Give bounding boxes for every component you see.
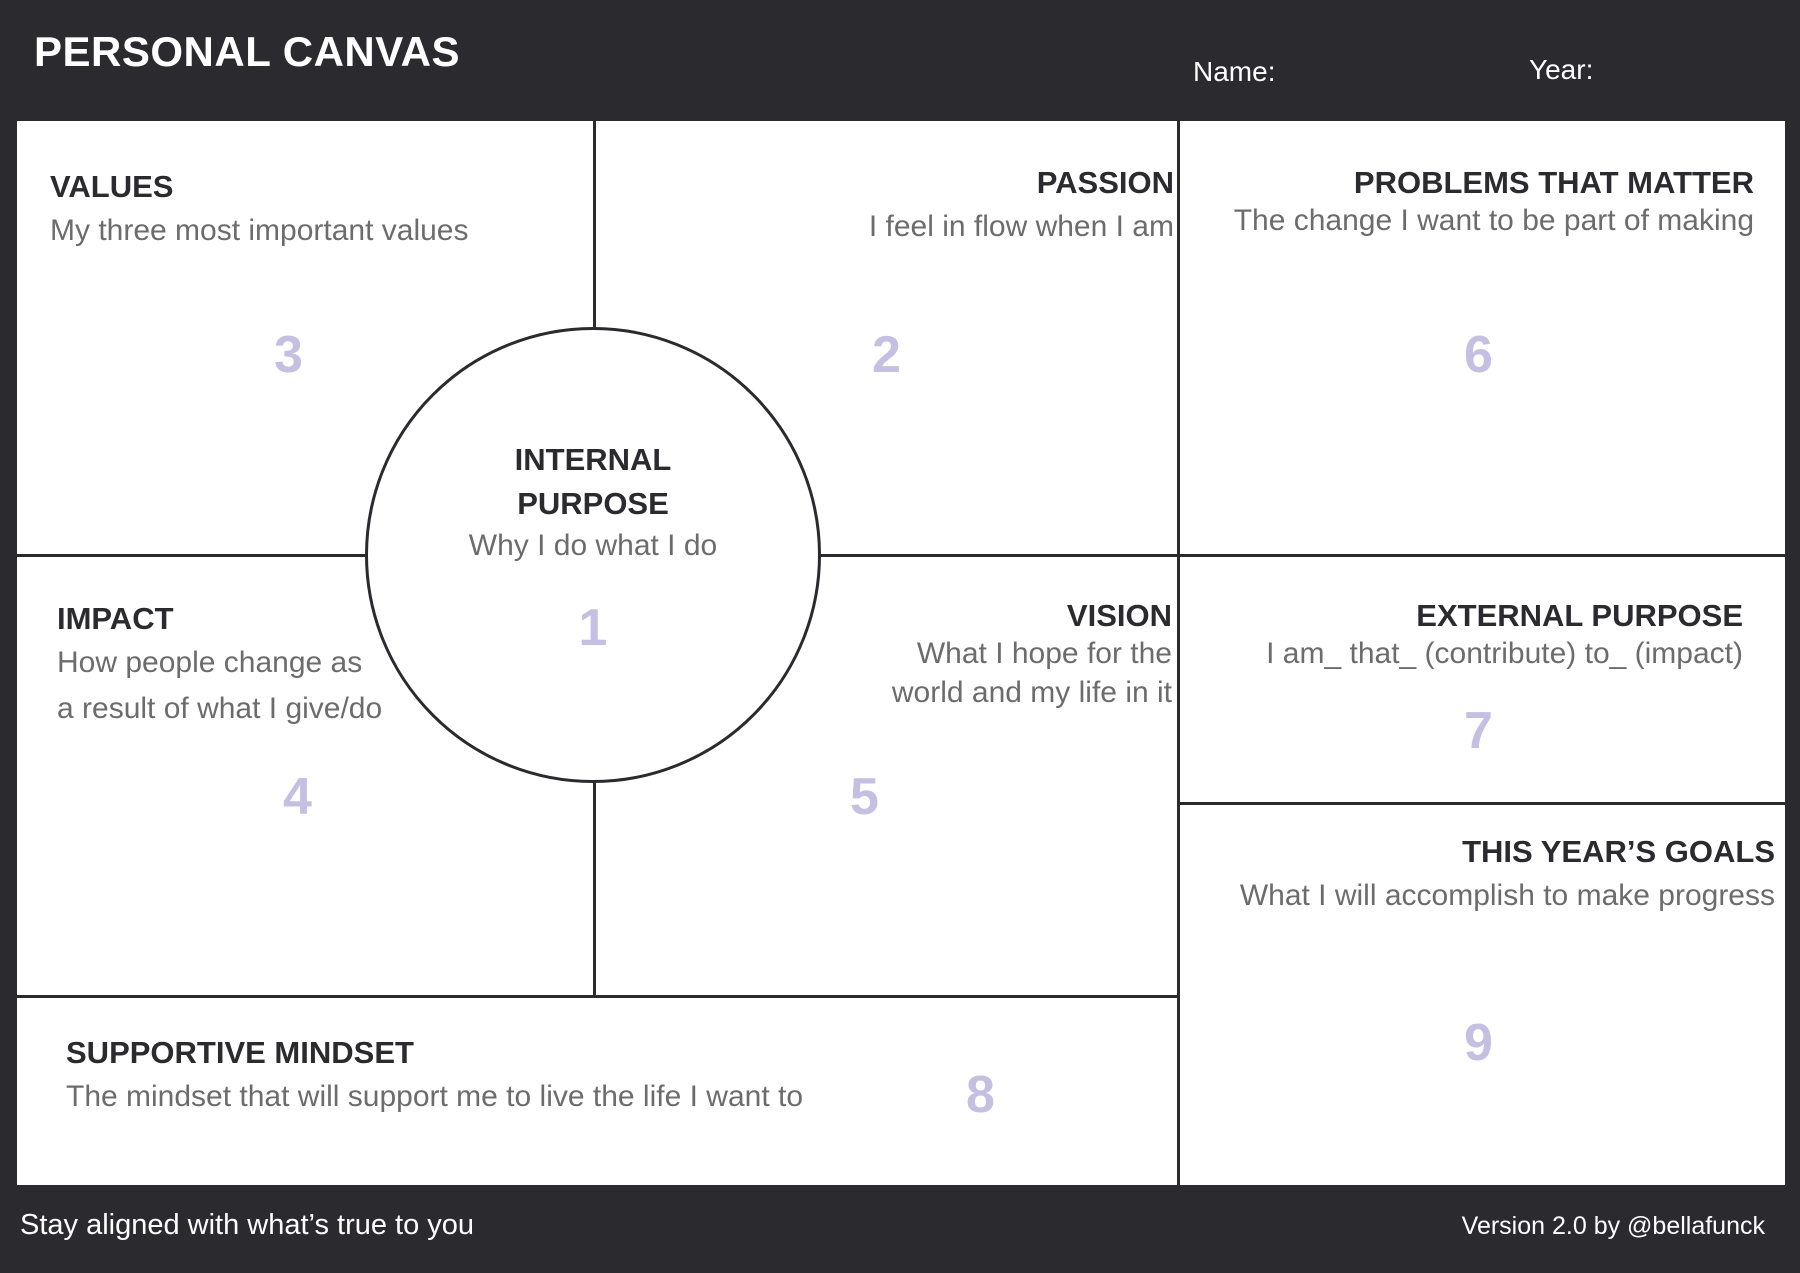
external-purpose-heading: EXTERNAL PURPOSE — [1416, 598, 1743, 633]
values-section[interactable]: VALUES My three most important values — [50, 169, 469, 250]
footer-version: Version 2.0 by @bellafunck — [1461, 1212, 1765, 1240]
external-purpose-number: 7 — [1464, 702, 1493, 760]
external-purpose-section[interactable]: EXTERNAL PURPOSE I am_ that_ (contribute… — [1266, 598, 1743, 673]
values-subtitle: My three most important values — [50, 214, 469, 247]
goals-section[interactable]: THIS YEAR’S GOALS What I will accomplish… — [1240, 834, 1775, 915]
vision-heading: VISION — [1066, 598, 1172, 633]
goals-subtitle: What I will accomplish to make progress — [1239, 879, 1775, 912]
divider-right-middle — [821, 554, 1785, 557]
divider-left-middle — [17, 554, 365, 557]
problems-heading: PROBLEMS THAT MATTER — [1353, 165, 1754, 200]
footer-tagline: Stay aligned with what’s true to you — [20, 1209, 475, 1241]
impact-section[interactable]: IMPACT How people change as a result of … — [57, 601, 382, 728]
divider-bottom — [17, 995, 1179, 998]
vision-number: 5 — [850, 768, 879, 826]
impact-subtitle-line2: a result of what I give/do — [57, 692, 383, 725]
goals-heading: THIS YEAR’S GOALS — [1462, 834, 1775, 869]
impact-heading: IMPACT — [57, 601, 174, 636]
impact-subtitle-line1: How people change as — [57, 646, 363, 679]
canvas-board: VALUES My three most important values 3 … — [17, 121, 1785, 1185]
impact-number: 4 — [283, 768, 312, 826]
mindset-heading: SUPPORTIVE MINDSET — [66, 1035, 414, 1070]
passion-section[interactable]: PASSION I feel in flow when I am — [869, 165, 1174, 246]
goals-number: 9 — [1464, 1014, 1493, 1072]
vision-subtitle-line1: What I hope for the — [916, 637, 1172, 670]
page-title: PERSONAL CANVAS — [34, 28, 461, 75]
passion-number: 2 — [872, 326, 901, 384]
internal-purpose-number: 1 — [578, 599, 608, 657]
internal-purpose-circle[interactable]: INTERNAL PURPOSE Why I do what I do 1 — [365, 327, 821, 783]
mindset-section[interactable]: SUPPORTIVE MINDSET The mindset that will… — [66, 1035, 803, 1116]
name-label: Name: — [1193, 56, 1276, 87]
internal-purpose-text: INTERNAL PURPOSE Why I do what I do — [368, 438, 818, 565]
divider-bottom-center — [593, 783, 596, 998]
mindset-subtitle: The mindset that will support me to live… — [66, 1080, 804, 1113]
passion-heading: PASSION — [1036, 165, 1174, 200]
problems-section[interactable]: PROBLEMS THAT MATTER The change I want t… — [1234, 165, 1754, 240]
mindset-number: 8 — [966, 1066, 995, 1124]
passion-subtitle: I feel in flow when I am — [868, 210, 1174, 243]
divider-top-center — [593, 121, 596, 327]
vision-section[interactable]: VISION What I hope for the world and my … — [892, 598, 1172, 712]
divider-vertical-right — [1177, 121, 1180, 1185]
vision-subtitle-line2: world and my life in it — [891, 676, 1172, 709]
external-purpose-subtitle: I am_ that_ (contribute) to_ (impact) — [1266, 637, 1743, 670]
internal-purpose-subtitle: Why I do what I do — [468, 529, 718, 562]
problems-number: 6 — [1464, 326, 1493, 384]
internal-purpose-heading-line1: INTERNAL — [514, 442, 672, 477]
year-label: Year: — [1529, 54, 1594, 85]
values-number: 3 — [274, 326, 303, 384]
problems-subtitle: The change I want to be part of making — [1233, 204, 1754, 237]
divider-right-lower — [1177, 802, 1785, 805]
internal-purpose-heading-line2: PURPOSE — [517, 486, 669, 521]
values-heading: VALUES — [50, 169, 174, 204]
